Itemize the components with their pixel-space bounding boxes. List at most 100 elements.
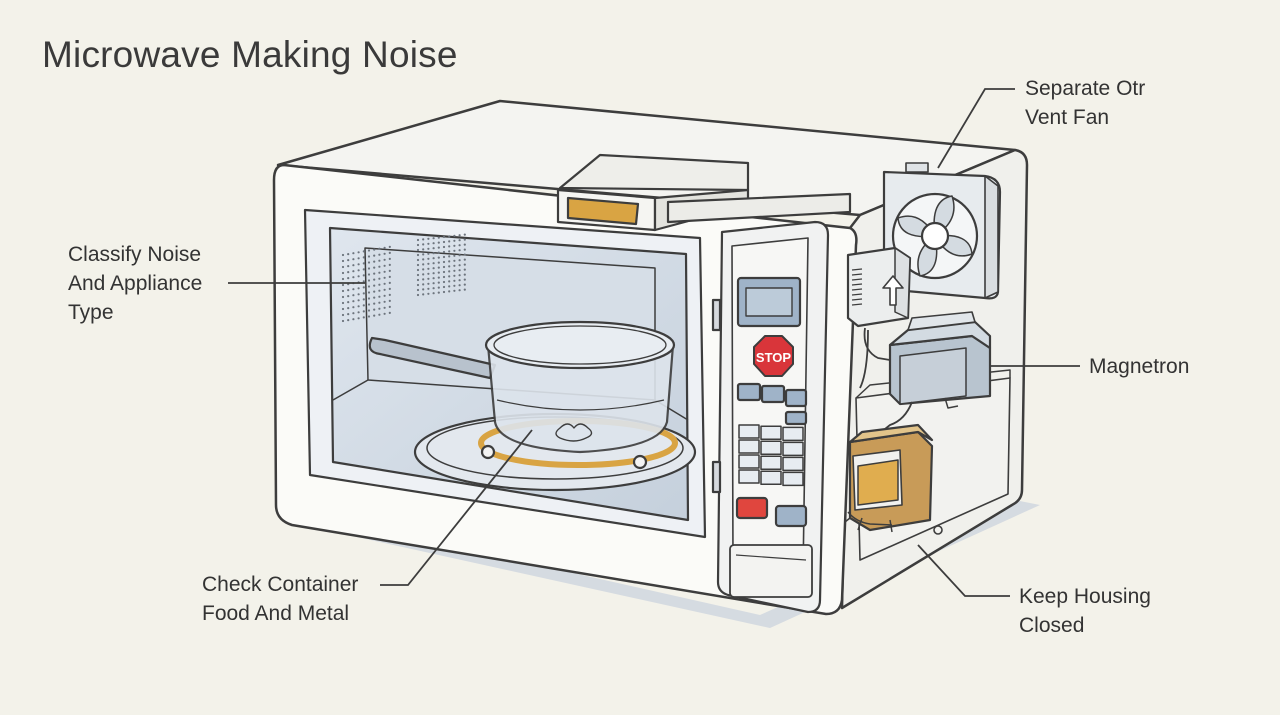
vent-hole: [448, 245, 451, 248]
vent-hole: [341, 319, 345, 323]
keypad-key[interactable]: [760, 470, 782, 485]
start-button[interactable]: [735, 496, 769, 520]
vent-hole: [463, 233, 466, 236]
vent-hole: [383, 276, 386, 279]
vent-hole: [416, 263, 420, 267]
keypad-key[interactable]: [782, 456, 804, 472]
vent-hole: [352, 306, 355, 309]
vent-hole: [427, 267, 430, 270]
vent-hole: [463, 248, 466, 251]
vent-hole: [416, 288, 420, 292]
vent-hole: [422, 288, 425, 291]
label-line: Check Container: [202, 573, 359, 596]
vent-hole: [378, 295, 381, 298]
label-vent-fan: Separate Otr Vent Fan: [1025, 74, 1145, 132]
vent-hole: [383, 252, 386, 255]
vent-hole: [458, 239, 461, 242]
vent-hole: [341, 283, 345, 287]
label-line: Separate Otr: [1025, 77, 1146, 100]
cancel-button[interactable]: [774, 504, 808, 528]
preset-button[interactable]: [784, 410, 808, 426]
keypad-key[interactable]: [782, 426, 804, 442]
vent-hole: [437, 271, 440, 274]
transformer-feet: [844, 517, 893, 533]
stop-button[interactable]: [753, 335, 794, 377]
label-line: Vent Fan: [1025, 106, 1110, 129]
vent-slot: [851, 293, 863, 296]
vent-hole: [352, 252, 355, 255]
vent-hole: [432, 272, 435, 275]
vent-hole: [362, 286, 365, 289]
vent-hole: [416, 258, 420, 262]
vent-hole: [341, 307, 345, 311]
vent-hole: [416, 243, 420, 247]
vent-hole: [432, 237, 435, 240]
keypad-key[interactable]: [738, 469, 760, 484]
keypad-key[interactable]: [782, 441, 804, 457]
glass-pot: [368, 320, 676, 454]
vent-hole: [448, 280, 451, 283]
keypad-key[interactable]: [760, 455, 782, 470]
label-check-container: Check Container Food And Metal: [202, 570, 358, 628]
vent-hole: [453, 239, 456, 242]
vent-hole: [448, 240, 451, 243]
vent-hole: [437, 286, 440, 289]
vent-hole: [373, 296, 376, 299]
vent-hole: [437, 276, 440, 279]
vent-hole: [442, 270, 446, 274]
vent-hole: [341, 301, 345, 305]
vent-hole: [458, 274, 461, 277]
internal-components: [844, 162, 1011, 561]
vent-hole: [357, 305, 360, 308]
vent-hole: [388, 287, 391, 290]
vent-hole: [463, 258, 466, 261]
preset-button[interactable]: [784, 388, 808, 408]
keypad-key[interactable]: [782, 471, 804, 487]
vent-slot: [851, 273, 863, 276]
vent-hole: [432, 292, 435, 295]
keypad-key[interactable]: [760, 425, 782, 440]
pot-base-line: [496, 399, 665, 411]
label-line: Type: [68, 301, 114, 324]
preset-button[interactable]: [736, 382, 762, 402]
keypad-key[interactable]: [738, 424, 760, 439]
keypad-key[interactable]: [738, 454, 760, 469]
leader-vent-fan: [937, 88, 1015, 169]
display-inner: [745, 287, 793, 317]
vent-slot: [851, 283, 863, 286]
vent-hole: [373, 302, 376, 305]
vent-hole: [367, 261, 371, 264]
vent-hole: [463, 243, 466, 246]
vent-hole: [463, 263, 466, 266]
vent-hole: [427, 272, 430, 275]
vent-hole: [357, 293, 360, 296]
vent-hole: [422, 248, 425, 251]
vent-hole: [378, 307, 381, 310]
vent-hole: [458, 244, 461, 247]
vent-hole: [388, 251, 391, 254]
vent-hole: [448, 290, 451, 293]
keypad-key[interactable]: [738, 439, 760, 454]
stop-sign-icon: STOP: [753, 335, 794, 377]
vent-hole: [448, 285, 451, 288]
vent-hole: [362, 262, 365, 265]
vent-hole: [373, 272, 376, 275]
vent-hole: [437, 246, 440, 249]
vent-hole: [422, 273, 425, 276]
vent-hole: [367, 315, 371, 318]
keypad-key[interactable]: [760, 440, 782, 455]
vent-hole: [383, 288, 386, 291]
vent-hole: [388, 281, 391, 284]
vent-hole: [378, 247, 381, 250]
preset-button[interactable]: [760, 384, 786, 404]
vent-hole: [442, 290, 446, 294]
vent-hole: [416, 268, 420, 272]
duct-opening: [566, 196, 640, 226]
vent-hole: [378, 283, 381, 286]
vent-hole: [388, 311, 391, 314]
vent-hole: [383, 258, 386, 261]
vent-hole: [362, 304, 365, 307]
wire: [879, 401, 913, 434]
vent-hole: [422, 278, 425, 281]
vent-hole: [453, 279, 456, 282]
